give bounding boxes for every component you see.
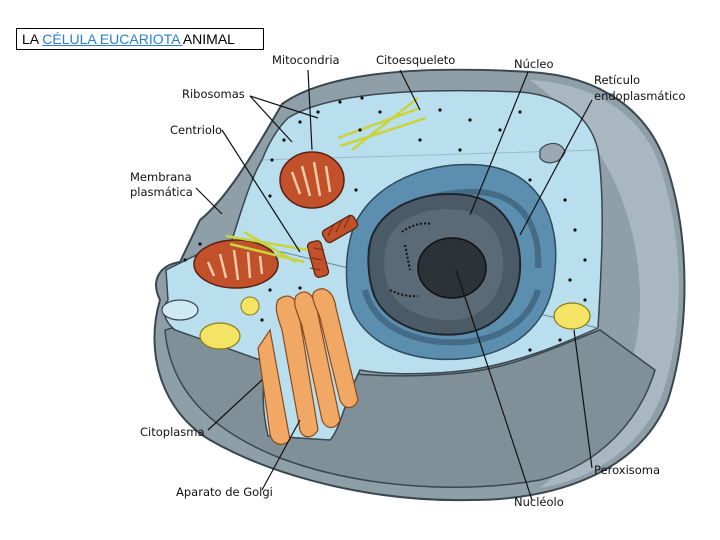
title-link[interactable]: CÉLULA EUCARIOTA (42, 31, 183, 47)
label-nucleolo: Nucléolo (514, 495, 564, 509)
title-suffix: ANIMAL (182, 31, 235, 47)
label-citoplasma: Citoplasma (140, 425, 205, 439)
label-citoesqueleto: Citoesqueleto (376, 53, 455, 67)
label-ribosomas: Ribosomas (182, 87, 245, 101)
label-membrana-2: plasmática (130, 185, 193, 199)
chromatin-1 (401, 222, 433, 233)
diagram-title: LA CÉLULA EUCARIOTA ANIMAL (16, 28, 264, 50)
centriole-2 (306, 240, 330, 278)
label-nucleo: Núcleo (514, 57, 554, 71)
golgi-apparatus (257, 288, 359, 445)
membrane-pore (539, 142, 566, 164)
label-reticulo-1: Retículo (594, 73, 640, 87)
label-reticulo-2: endoplasmático (594, 89, 686, 103)
peroxisome-2 (199, 322, 241, 350)
label-aparato-golgi: Aparato de Golgi (176, 485, 273, 499)
nucleolus (417, 237, 487, 299)
label-mitocondria: Mitocondria (272, 53, 340, 67)
ribosomes (183, 96, 587, 352)
label-centriolo: Centriolo (170, 123, 222, 137)
cell-lower-shell (164, 319, 656, 488)
vesicle-left (161, 299, 199, 321)
title-prefix: LA (22, 31, 43, 47)
label-membrana-1: Membrana (130, 170, 192, 184)
peroxisome-1 (553, 302, 591, 330)
er-fold-2 (362, 289, 541, 346)
pointer-lines (195, 69, 593, 501)
vesicle-1 (240, 296, 260, 316)
label-peroxisoma: Peroxisoma (594, 463, 660, 477)
mitochondrion-lower (193, 239, 279, 289)
cytoskeleton (225, 97, 427, 264)
centriole-1 (321, 214, 359, 244)
chromatin-2 (404, 244, 411, 271)
mitochondrion-upper (279, 151, 345, 209)
